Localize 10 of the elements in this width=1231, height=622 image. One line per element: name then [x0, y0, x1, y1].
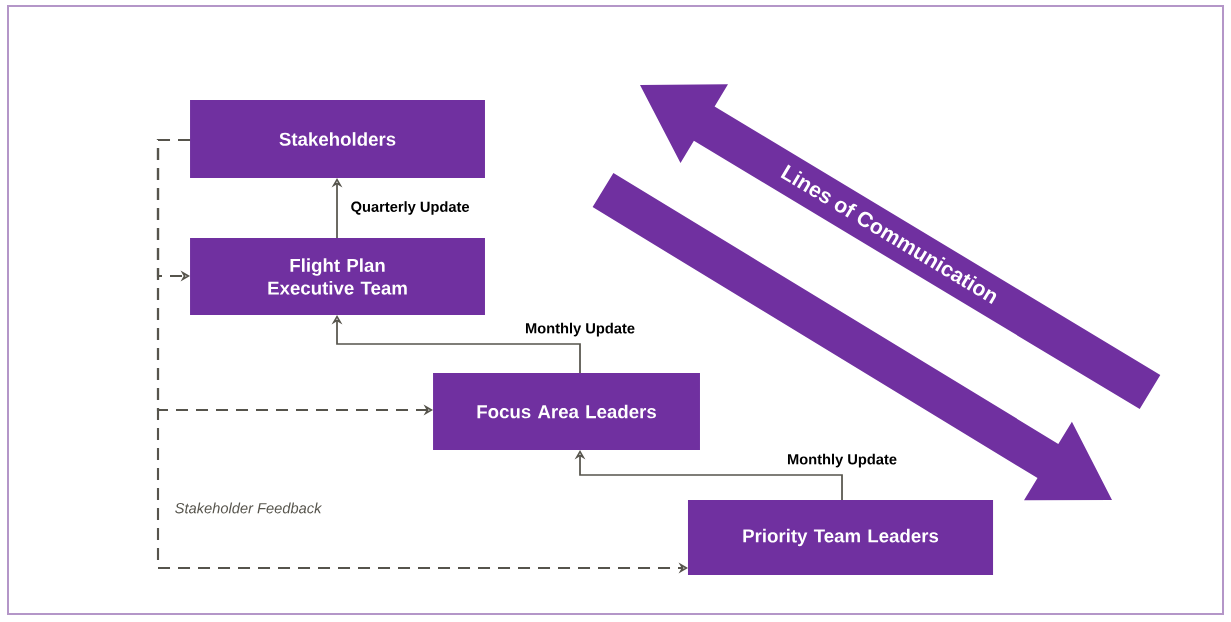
edge-label: Monthly Update: [785, 452, 899, 469]
process-box: Flight Plan Executive Team: [190, 237, 485, 316]
edge-label: Quarterly Update: [349, 199, 471, 217]
arrow: [574, 450, 843, 501]
note: Stakeholder Feedback: [175, 502, 323, 514]
process-box: Priority Team Leaders: [688, 500, 994, 575]
process-box: Focus Area Leaders: [433, 372, 700, 451]
arrow: [331, 315, 581, 374]
edge-label: Monthly Update: [523, 321, 637, 338]
process-box: Stakeholders: [190, 100, 485, 178]
